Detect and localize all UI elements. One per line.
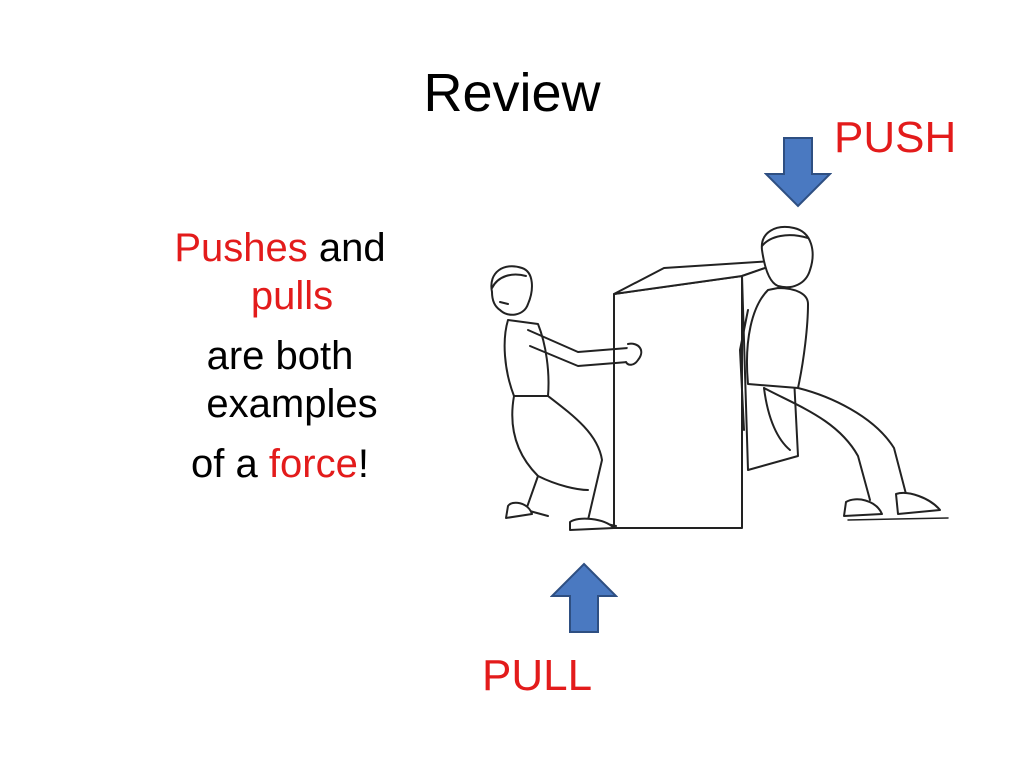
- pull-label: PULL: [482, 651, 593, 700]
- word-pushes: Pushes: [174, 226, 308, 270]
- exclamation: !: [357, 442, 369, 486]
- body-line-1: Pushes and pulls: [100, 224, 460, 320]
- push-pull-illustration: [490, 226, 949, 531]
- slide-title: Review: [423, 63, 601, 123]
- arrow-down-icon: [764, 137, 832, 208]
- push-label: PUSH: [834, 113, 957, 162]
- body-line-3: of a force!: [100, 440, 460, 488]
- pushing-person: [739, 226, 941, 517]
- word-and: and: [318, 226, 386, 270]
- body-line-2: are both examples: [100, 332, 460, 428]
- word-force: force: [268, 442, 358, 486]
- phrase-are-both: are both: [206, 334, 354, 378]
- word-examples: examples: [206, 382, 378, 426]
- phrase-of-a: of a: [191, 442, 258, 486]
- pulling-person: [490, 265, 643, 531]
- body-text: Pushes and pulls are both examples of a …: [100, 224, 460, 500]
- arrow-up-icon: [550, 562, 618, 633]
- word-pulls: pulls: [250, 274, 334, 318]
